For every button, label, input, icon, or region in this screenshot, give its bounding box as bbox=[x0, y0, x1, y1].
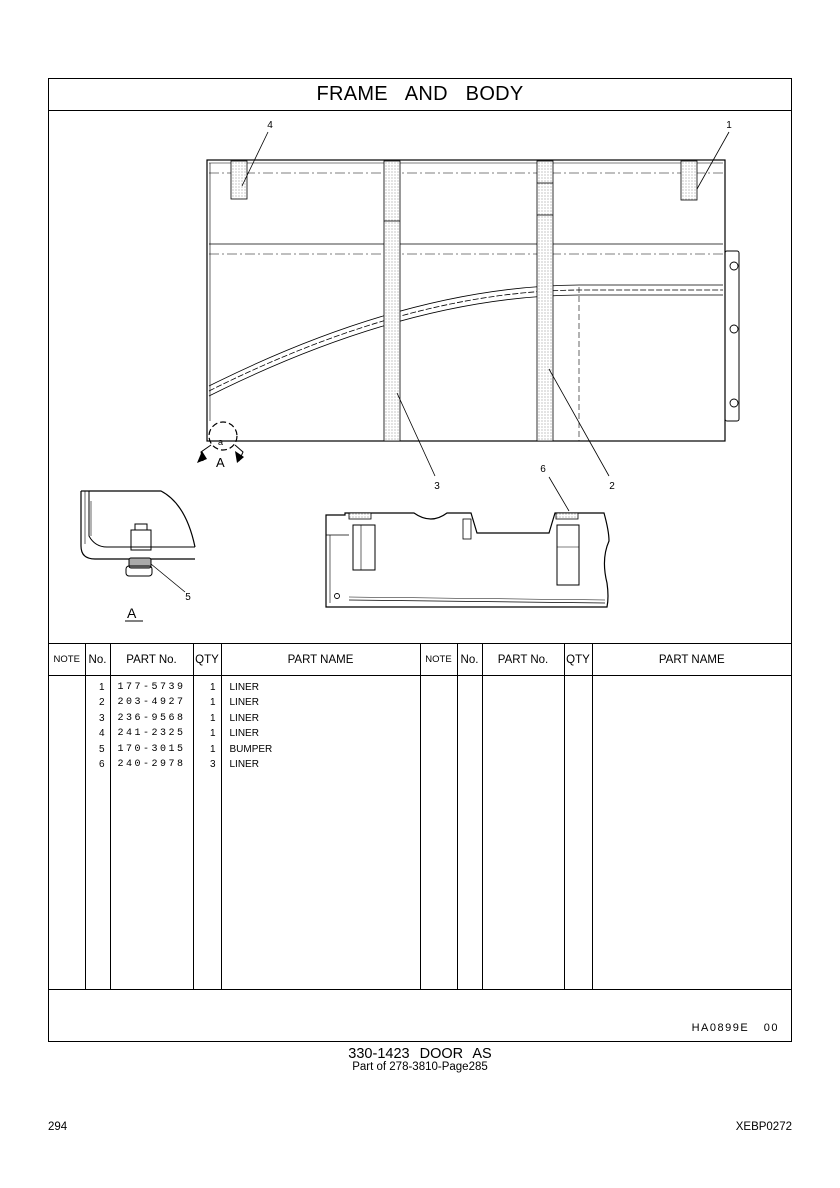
header-no-left: No. bbox=[84, 644, 110, 676]
catalog-frame: FRAME AND BODY bbox=[48, 78, 792, 1042]
page-number: 294 bbox=[48, 1121, 68, 1133]
document-code: XEBP0272 bbox=[735, 1121, 792, 1133]
row-6-part-no: 240-2978 bbox=[117, 758, 186, 770]
row-1-part-no: 177-5739 bbox=[117, 682, 186, 693]
row-6-name: LINER bbox=[229, 758, 259, 770]
callout-1: 1 bbox=[726, 120, 732, 131]
row-4-name: LINER bbox=[229, 728, 259, 740]
row-5-name: BUMPER bbox=[229, 743, 273, 755]
row-4-no: 4 bbox=[98, 728, 105, 740]
row-1-no: 1 bbox=[98, 682, 105, 693]
liner-1-pad bbox=[680, 160, 698, 201]
row-5-no: 5 bbox=[98, 743, 105, 755]
liner-4-pad bbox=[230, 160, 248, 200]
detail-mark: a bbox=[218, 437, 223, 447]
table-header-row: NOTE No. PART No. QTY PART NAME NOTE No.… bbox=[49, 644, 791, 676]
row-6-no: 6 bbox=[98, 758, 105, 770]
header-part-name-right: PART NAME bbox=[591, 644, 791, 676]
row-1-qty: 1 bbox=[209, 682, 216, 693]
row-5-part-no: 170-3015 bbox=[117, 743, 186, 755]
part-no-column-right bbox=[481, 675, 564, 990]
header-no-right: No. bbox=[456, 644, 482, 676]
row-2-no: 2 bbox=[98, 697, 105, 709]
header-note-right: NOTE bbox=[419, 644, 457, 676]
part-name-column-right bbox=[591, 675, 791, 990]
qty-column: 1 1 1 1 1 3 bbox=[192, 675, 221, 990]
callout-5: 5 bbox=[185, 592, 191, 603]
liner-2-strip bbox=[536, 160, 554, 442]
callout-6: 6 bbox=[540, 464, 546, 475]
parts-drawing: 4 1 3 2 6 5 a A bbox=[49, 111, 791, 643]
header-note-left: NOTE bbox=[49, 644, 85, 676]
page-title: FRAME AND BODY bbox=[49, 79, 791, 111]
row-2-qty: 1 bbox=[209, 697, 216, 709]
note-column-right bbox=[419, 675, 457, 990]
table-body: 1 2 3 4 5 6 177-5739 203-4927 236-9568 2… bbox=[49, 675, 791, 991]
part-name-column: LINER LINER LINER LINER BUMPER LINER bbox=[220, 675, 420, 990]
assembly-caption: 330-1423 DOOR AS bbox=[348, 1046, 492, 1062]
row-2-name: LINER bbox=[229, 697, 259, 709]
row-3-no: 3 bbox=[98, 712, 105, 724]
row-4-part-no: 241-2325 bbox=[117, 728, 186, 740]
frame-footer: HA0899E 00 bbox=[49, 989, 791, 1042]
row-3-qty: 1 bbox=[209, 712, 216, 724]
row-5-qty: 1 bbox=[209, 743, 216, 755]
section-view bbox=[325, 512, 610, 608]
header-part-no-left: PART No. bbox=[109, 644, 193, 676]
row-6-qty: 3 bbox=[209, 758, 216, 770]
part-of-caption: Part of 278-3810-Page285 bbox=[352, 1061, 488, 1073]
header-part-no-right: PART No. bbox=[481, 644, 564, 676]
row-2-part-no: 203-4927 bbox=[117, 697, 186, 709]
view-label-a: A bbox=[216, 455, 225, 470]
header-part-name-left: PART NAME bbox=[220, 644, 420, 676]
header-qty-left: QTY bbox=[192, 644, 221, 676]
view-a-marker: a A bbox=[197, 421, 244, 470]
callout-4: 4 bbox=[267, 120, 273, 131]
liner-3-strip bbox=[383, 160, 401, 442]
parts-list-table: NOTE No. PART No. QTY PART NAME NOTE No.… bbox=[49, 643, 791, 990]
row-3-name: LINER bbox=[229, 712, 259, 724]
row-1-name: LINER bbox=[229, 682, 259, 693]
detail-label-a: A bbox=[127, 605, 137, 621]
drawing-code: HA0899E 00 bbox=[691, 1022, 779, 1034]
row-3-part-no: 236-9568 bbox=[117, 712, 186, 724]
qty-column-right bbox=[563, 675, 592, 990]
detail-a-bumper-view bbox=[80, 490, 196, 577]
no-column-right bbox=[456, 675, 482, 990]
callout-2: 2 bbox=[609, 481, 615, 492]
callout-3: 3 bbox=[434, 481, 440, 492]
header-qty-right: QTY bbox=[563, 644, 592, 676]
no-column: 1 2 3 4 5 6 bbox=[84, 675, 110, 990]
row-4-qty: 1 bbox=[209, 728, 216, 740]
part-no-column: 177-5739 203-4927 236-9568 241-2325 170-… bbox=[109, 675, 193, 990]
door-panel-view bbox=[206, 159, 740, 442]
note-column-left bbox=[49, 676, 85, 991]
